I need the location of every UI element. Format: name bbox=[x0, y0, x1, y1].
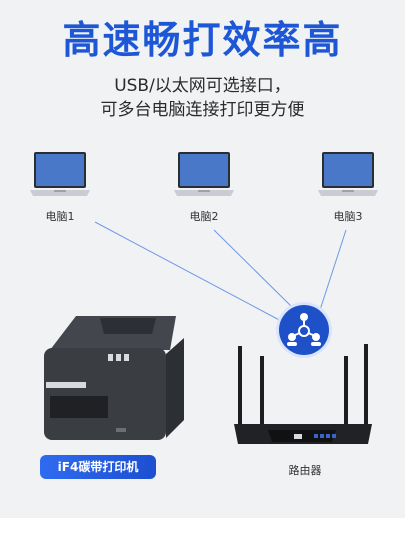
laptop-icon bbox=[174, 152, 234, 196]
printer-badge: iF4碳带打印机 bbox=[40, 455, 156, 479]
computer-label-2: 电脑2 bbox=[189, 210, 219, 223]
computer-label-1: 电脑1 bbox=[45, 210, 75, 223]
subtitle-line-1: USB/以太网可选接口， bbox=[114, 76, 291, 96]
share-network-icon bbox=[279, 305, 329, 355]
footer-band bbox=[0, 518, 405, 540]
subtitle-line-2: 可多台电脑连接打印更方便 bbox=[100, 100, 305, 120]
computer-label-3: 电脑3 bbox=[333, 210, 363, 223]
line-pc2-hub bbox=[213, 229, 293, 308]
laptop-icon bbox=[30, 152, 90, 196]
laptop-icon bbox=[318, 152, 378, 196]
router-label: 路由器 bbox=[288, 464, 322, 477]
line-pc3-hub bbox=[319, 229, 347, 311]
line-pc1-hub bbox=[94, 221, 284, 323]
headline: 高速畅打效率高 bbox=[62, 18, 343, 62]
wifi-router-icon bbox=[234, 344, 372, 444]
label-printer-icon bbox=[44, 316, 184, 440]
